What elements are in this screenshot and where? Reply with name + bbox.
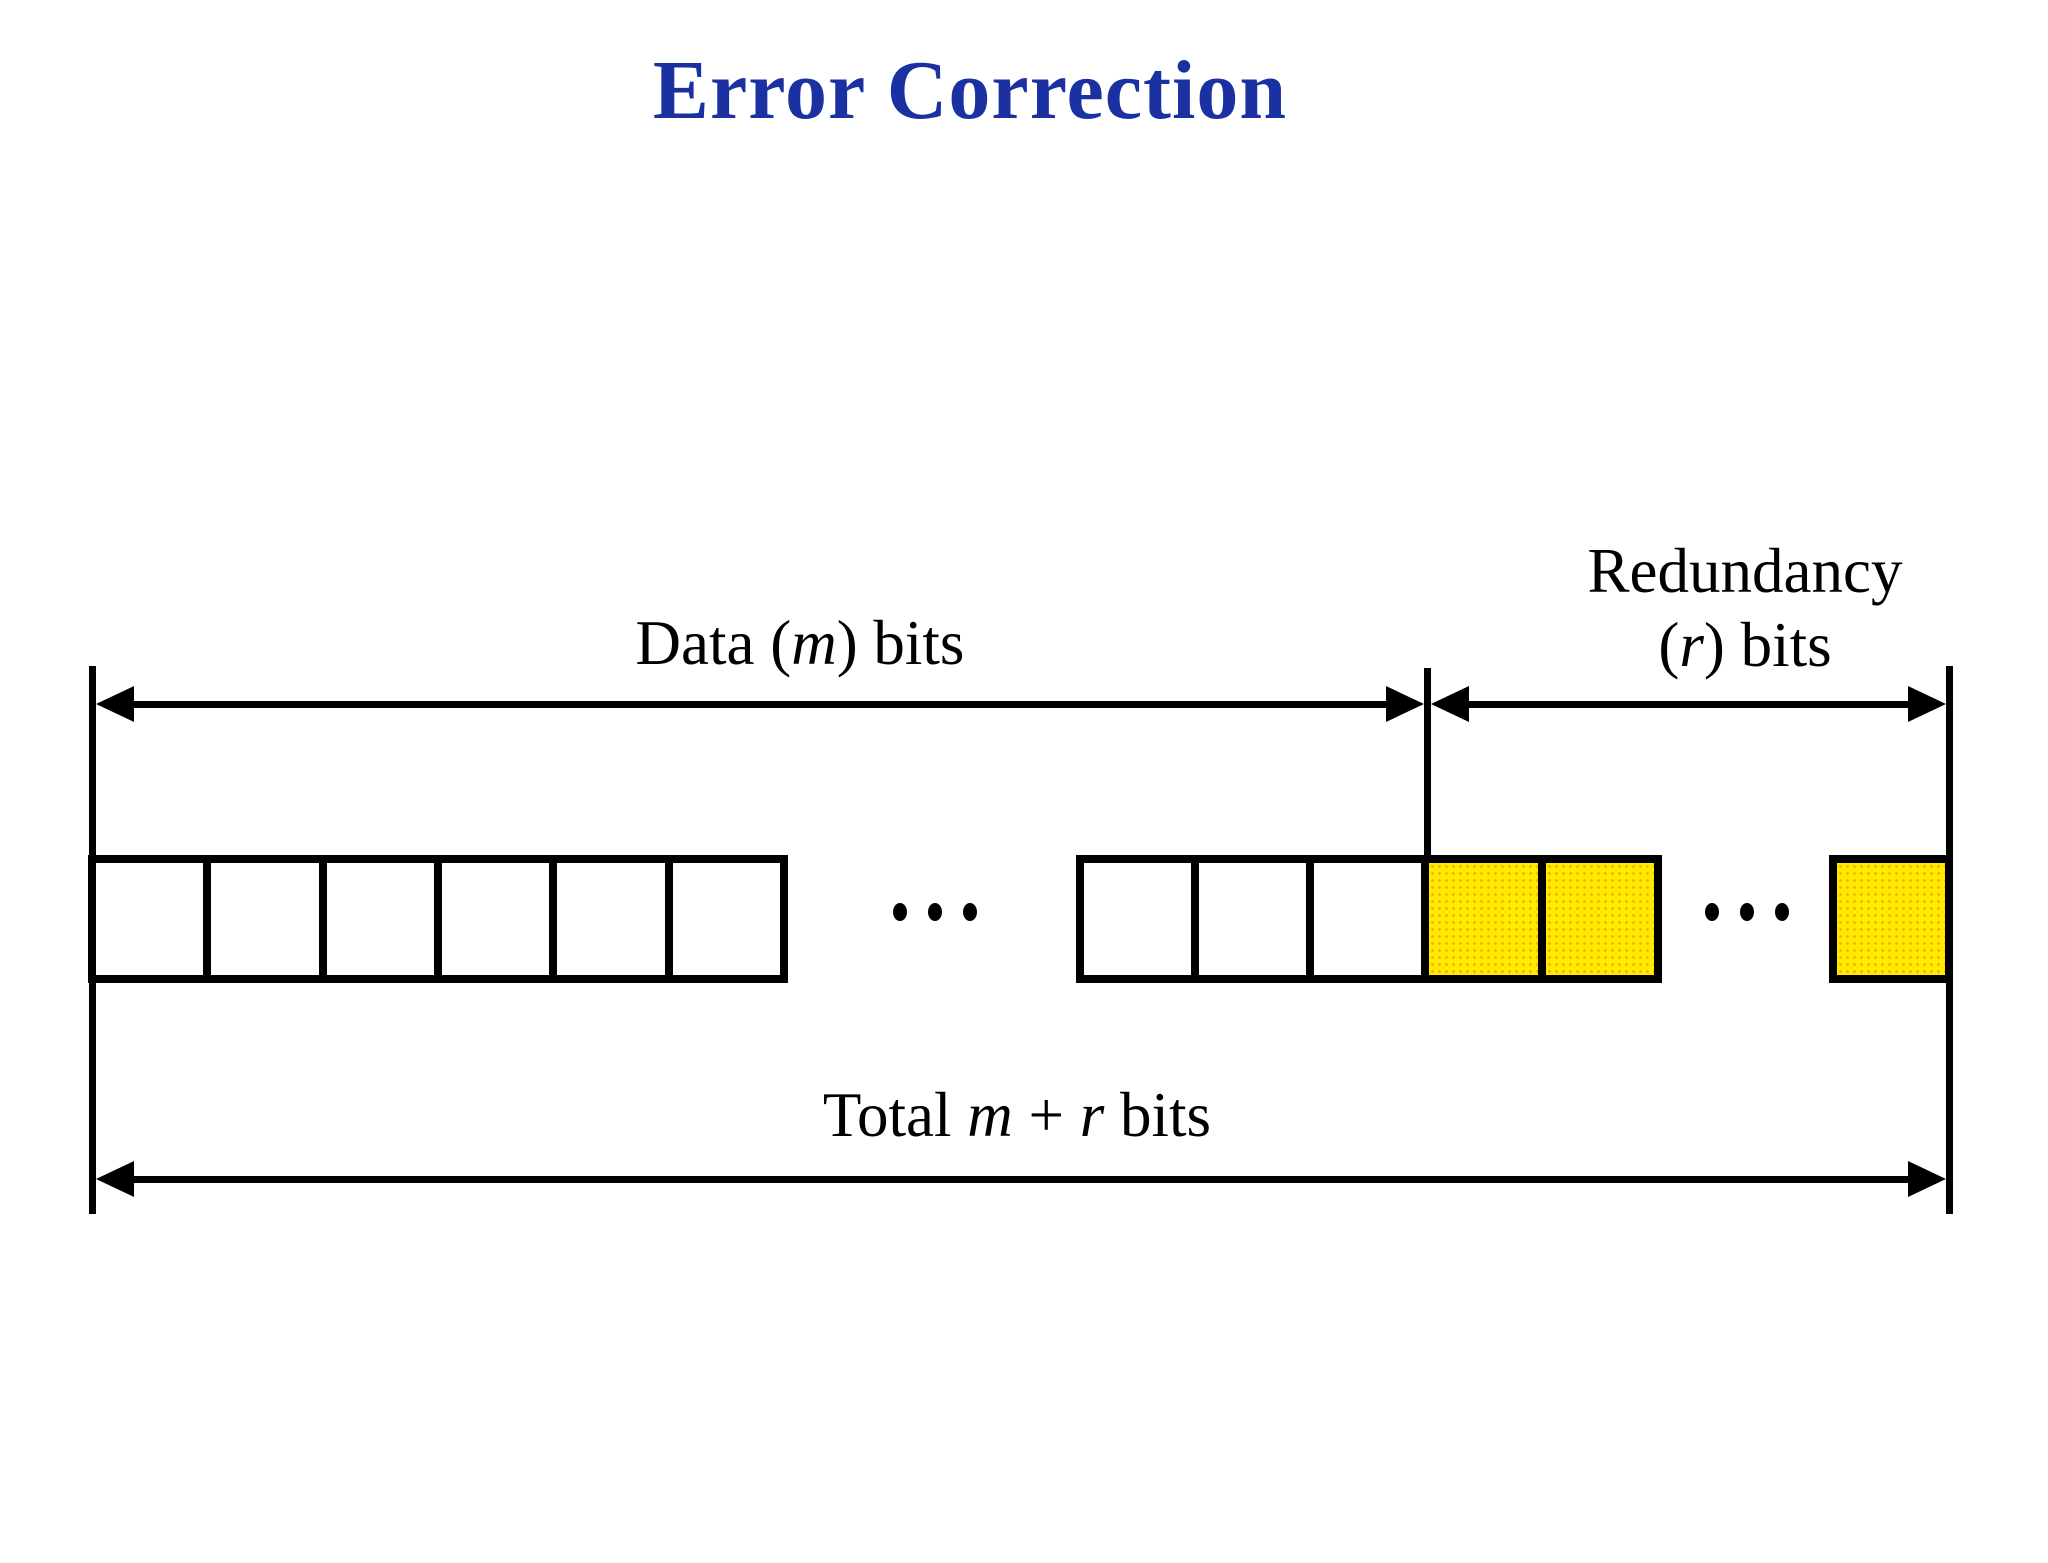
- ellipsis-icon: [1705, 903, 1789, 921]
- data-bits-label-suffix: ) bits: [836, 608, 965, 678]
- redundancy-bits-label: Redundancy (r) bits: [1470, 534, 2020, 682]
- total-variable-r: r: [1079, 1080, 1105, 1150]
- data-redundancy-cells-group2: [1076, 855, 1662, 983]
- data-bit-cell: [1084, 863, 1192, 975]
- arrow-shaft: [1459, 701, 1918, 708]
- redundancy-cells: [1837, 863, 1945, 975]
- redundancy-span-arrow: [1431, 686, 1946, 722]
- data-bit-cells-group1: [88, 855, 788, 983]
- redundancy-bit-cell: [1837, 863, 1945, 975]
- data-bit-cell: [96, 863, 204, 975]
- data-cells: [1084, 863, 1422, 975]
- data-bit-cell: [1199, 863, 1307, 975]
- redundancy-label-open-paren: (: [1658, 610, 1680, 680]
- total-label-plus: +: [1012, 1080, 1080, 1150]
- total-bits-label: Total m + r bits: [667, 1078, 1367, 1152]
- arrowhead-right-icon: [1908, 686, 1946, 722]
- redundancy-variable-r: r: [1679, 610, 1704, 680]
- data-bits-label: Data (m) bits: [450, 606, 1150, 680]
- arrow-shaft: [124, 1176, 1918, 1183]
- total-label-prefix: Total: [822, 1080, 968, 1150]
- data-bit-cell: [441, 863, 550, 975]
- data-bit-cell: [1314, 863, 1422, 975]
- data-span-arrow: [96, 686, 1424, 722]
- data-bits-label-prefix: Data (: [635, 608, 792, 678]
- total-label-suffix: bits: [1104, 1080, 1212, 1150]
- arrowhead-right-icon: [1908, 1161, 1946, 1197]
- redundancy-cells: [1429, 863, 1655, 975]
- total-span-arrow: [96, 1161, 1946, 1197]
- arrowhead-right-icon: [1386, 686, 1424, 722]
- data-bit-cell: [326, 863, 434, 975]
- data-cells: [96, 863, 780, 975]
- page-title: Error Correction: [652, 44, 1288, 137]
- redundancy-bit-cell: [1545, 863, 1655, 975]
- ellipsis-icon: [893, 903, 977, 921]
- total-variable-m: m: [967, 1080, 1013, 1150]
- redundancy-label-line1: Redundancy: [1587, 536, 1903, 606]
- redundancy-tail-cell-group: [1829, 855, 1953, 983]
- data-bit-cell: [557, 863, 665, 975]
- data-bits-variable-m: m: [791, 608, 837, 678]
- redundancy-label-suffix: ) bits: [1703, 610, 1832, 680]
- redundancy-bit-cell: [1429, 863, 1538, 975]
- arrow-shaft: [124, 701, 1396, 708]
- data-bit-cell: [672, 863, 780, 975]
- data-bit-cell: [211, 863, 319, 975]
- data-redundancy-divider: [1424, 668, 1431, 863]
